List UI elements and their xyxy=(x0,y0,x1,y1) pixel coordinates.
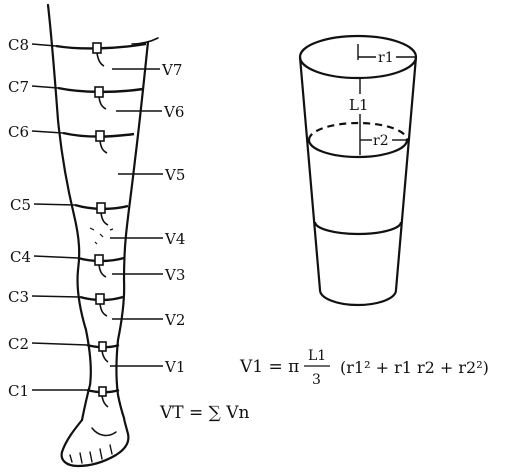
buckle-c2 xyxy=(98,341,109,363)
label-v5: V5 xyxy=(164,166,185,184)
label-c1: C1 xyxy=(8,382,29,400)
leg-outline-right xyxy=(115,40,150,420)
label-c5: C5 xyxy=(10,196,31,214)
buckle-c1 xyxy=(98,386,109,408)
cone-mid-back-dashed xyxy=(307,121,409,141)
label-l1: L1 xyxy=(349,96,369,114)
formula-frac-den: 3 xyxy=(312,372,321,388)
label-v4: V4 xyxy=(164,230,185,248)
leg-drawing xyxy=(46,3,159,468)
label-r1: r1 xyxy=(378,50,394,66)
volume-labels: V7 V6 V5 V4 V3 V2 V1 xyxy=(161,61,185,376)
thigh-top xyxy=(131,37,159,45)
cone-dimensions xyxy=(357,44,416,155)
cone-right-side xyxy=(394,56,418,291)
total-volume-formula: VT = ∑ Vn xyxy=(159,403,249,423)
label-c7: C7 xyxy=(8,78,29,96)
formula-rhs: (r1² + r1 r2 + r2²) xyxy=(340,358,489,377)
cone-mid-front xyxy=(307,139,409,159)
buckle-c8 xyxy=(92,42,105,67)
label-v2: V2 xyxy=(164,311,185,329)
label-c2: C2 xyxy=(8,335,29,353)
buckle-c5 xyxy=(96,202,109,226)
label-c6: C6 xyxy=(8,123,29,141)
volume-formula: V1 = π L1 3 (r1² + r1 r2 + r2²) xyxy=(239,348,489,388)
cone-left-side xyxy=(298,56,322,291)
buckle-c7 xyxy=(94,86,107,110)
formula-frac-num: L1 xyxy=(308,348,326,364)
buckle-c6 xyxy=(95,130,108,154)
toe-lines xyxy=(69,444,113,464)
label-v3: V3 xyxy=(164,266,185,284)
buckle-c4 xyxy=(94,254,107,278)
label-v1: V1 xyxy=(164,358,185,376)
leg-outline-left xyxy=(46,3,92,422)
knee-marks xyxy=(89,227,114,245)
v-leaders xyxy=(110,68,163,367)
ankle-mark xyxy=(91,427,117,437)
formula-lhs: V1 = π xyxy=(239,357,299,377)
label-c4: C4 xyxy=(10,248,31,266)
label-c3: C3 xyxy=(8,288,29,306)
cone-lower-front xyxy=(313,221,403,236)
label-v7: V7 xyxy=(161,61,182,79)
circumference-labels: C8 C7 C6 C5 C4 C3 C2 C1 xyxy=(8,36,31,400)
buckle-c3 xyxy=(95,293,108,317)
truncated-cone xyxy=(298,34,418,307)
label-c8: C8 xyxy=(8,36,29,54)
label-v6: V6 xyxy=(163,103,184,121)
foot-outline xyxy=(60,416,130,468)
tape-buckles xyxy=(92,42,109,408)
c-leaders xyxy=(31,43,88,391)
label-r2: r2 xyxy=(373,133,389,149)
cone-bottom-arc xyxy=(318,289,398,307)
